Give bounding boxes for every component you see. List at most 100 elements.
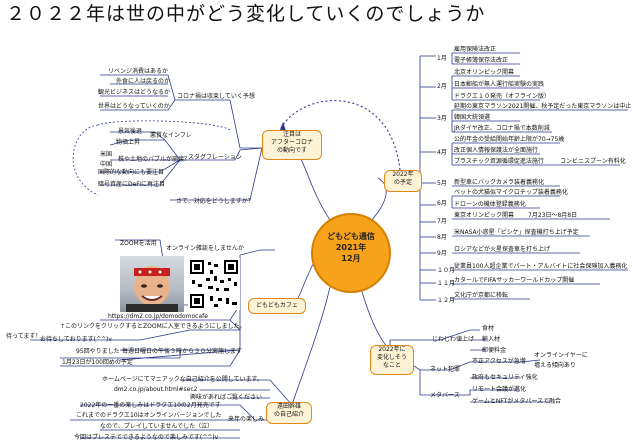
change-remote: リモート会議が進化 <box>472 386 527 393</box>
question-text: さて、対応をどうしますか？ <box>176 198 254 205</box>
bad-inflation-text: 悪質なインフレ <box>150 132 192 139</box>
cafe-url[interactable]: https://dm2.co.jp/domodomocafe <box>108 313 208 320</box>
node-after-corona-line3: の動向です <box>276 147 307 154</box>
corona-forecast: コロナ禍は収束していく予想 <box>177 93 255 100</box>
qr-code[interactable] <box>188 258 240 310</box>
prices-text: 物価上昇 <box>116 139 141 146</box>
event-item: プラスチック資源循環促進法施行 <box>454 158 544 165</box>
change-postage: 郵便料金 <box>482 347 507 354</box>
month-label: 8月 <box>437 234 447 241</box>
month-label: １２月 <box>437 297 456 304</box>
page-title: ２０２２年は世の中がどう変化していくのでしょうか <box>6 3 486 25</box>
change-nft: ゲームとNFTがメタバースで融合 <box>472 398 562 405</box>
center-line1: どもども通信 <box>327 232 375 241</box>
event-item: 韓国大統領選 <box>454 114 491 121</box>
month-label: 9月 <box>437 250 447 257</box>
count-95: 95回やりました <box>76 348 120 355</box>
event-extra: コンビニスプーン有料化 <box>560 158 626 165</box>
event-item: ペットの犬猫似マイクロチップ装着義務化 <box>454 189 568 196</box>
node-changes-line1: 2022年に <box>378 346 406 353</box>
dq-text-3: なので、プレイしていませんでした（泣） <box>100 423 214 430</box>
month-label: 3月 <box>437 115 447 122</box>
dq-text: 2022年の一番の楽しみはドラクエ10の2月発売です <box>80 402 221 409</box>
month-label: 2月 <box>437 83 447 90</box>
node-plan-line2: の予定 <box>393 179 412 186</box>
zoom-text: ZOOMを活用 <box>120 240 157 247</box>
event-item: 東京オリンピック開幕 <box>454 212 515 219</box>
world-text: 世界はどうなっていくのか <box>98 103 170 110</box>
node-changes-line2: 変化しそう <box>376 354 407 361</box>
dq-text-4: 今回はプレステでできるようなので楽しみです(^^)v <box>74 434 219 441</box>
event-item: 改正個人情報保護法が全面施行 <box>454 147 539 154</box>
month-label: 5月 <box>437 180 447 187</box>
qr-code-pattern <box>188 258 240 310</box>
metaverse: メタバース <box>430 392 460 399</box>
change-unauth: 不正アクセスが急増 <box>472 358 526 365</box>
month-label: 7月 <box>437 218 447 225</box>
node-cafe-label: どもどもカフェ <box>256 302 298 309</box>
month-label: １０月 <box>437 267 456 274</box>
node-after-corona-line2: アフターコロナ <box>270 139 313 146</box>
tourism-text: 観光ビジネスはどうなるか <box>98 89 171 96</box>
event-item: 日本郵船が無人運行船実験の実践 <box>454 81 545 88</box>
event-item: 新型車にバックカメラ装着義務化 <box>454 179 545 186</box>
count-100: 1月23日が100回めの予定 <box>62 359 133 366</box>
intl-text: 国際的な動向にも要注目 <box>98 169 165 176</box>
online-text: オンライン雑談をしませんか <box>166 245 244 252</box>
node-plan-2022: 2022年 の予定 <box>384 170 422 192</box>
event-item: 延期の東京マラソン2021開催、秋予定だった東京マラソンは中止 <box>454 103 632 110</box>
month-label: 4月 <box>437 149 447 156</box>
event-item: カタールでFIFAサッカーワールドカップ開催 <box>454 277 575 284</box>
china-text: 中国 <box>100 161 113 168</box>
center-node: どもども通信 2021年 12月 <box>311 213 391 293</box>
event-item: ドラクエ１０発売（オフライン版） <box>454 93 551 100</box>
usa-text: 米国 <box>100 151 113 158</box>
node-history-line1: 遠田幹雄 <box>276 403 301 410</box>
revenge-text: リベンジ消費はあるか <box>108 68 169 75</box>
fun-text: 来年の楽しみ <box>228 416 265 423</box>
homepage-text: ホームページにてマニアックな自己紹介を公開しています。 <box>102 376 263 383</box>
node-changes-line3: なこと <box>382 362 401 369</box>
about-url[interactable]: dm2.co.jp/about.html#sec2 <box>114 386 198 393</box>
node-history-line2: の自己紹介 <box>273 411 304 418</box>
economy-text: 景気後退 <box>118 128 143 135</box>
center-line3: 12月 <box>341 254 361 263</box>
event-item: 電子帳簿保存法改正 <box>454 57 509 64</box>
stagflation-text: スタグフレーション <box>188 154 242 161</box>
face-illustration <box>126 266 178 312</box>
change-food: 食材 <box>482 325 495 332</box>
dq-text-2: これまでのドラクエ10はオンラインバージョンでした <box>76 412 222 419</box>
event-item: 公的年金の受給開始年齢上限が70→75歳 <box>454 136 565 143</box>
net-crime: ネット犯罪 <box>430 366 461 373</box>
node-plan-line1: 2022年 <box>392 171 414 178</box>
node-after-corona: 注目は アフターコロナ の動向です <box>262 130 322 160</box>
month-label: 1月 <box>437 55 447 62</box>
interest-text: 興味があればご覧ください <box>190 394 263 401</box>
event-item: 米NASA小惑星「ピシケ」探査機打ち上げ予定 <box>454 229 579 236</box>
event-item: ドローンの機体登録義務化 <box>454 201 526 208</box>
event-item: 文化庁が京都に移転 <box>454 292 509 299</box>
center-line2: 2021年 <box>335 243 367 252</box>
node-history: 遠田幹雄 の自己紹介 <box>266 402 312 424</box>
cafe-link-note: ↑このリンクをクリックするとZOOMに入室できるようにしました。 <box>60 323 246 330</box>
event-item: 従業員100人超企業でパート・アルバイトに社会保険加入義務化 <box>454 263 628 270</box>
monthly-text: 毎週日曜日の午後３時から３０分実施します <box>122 348 243 355</box>
event-item: 北京オリンピック開幕 <box>454 69 515 76</box>
event-item: ロシアなどが火星探査車を打ち上げ <box>454 246 551 253</box>
defi-text: 暗号資産にDeFiに再注目 <box>98 181 165 188</box>
bubble-text: 株や土地のバブルが崩壊？ <box>118 156 191 163</box>
change-import: 輸入材 <box>482 336 501 343</box>
node-changes: 2022年に 変化しそう なこと <box>370 345 414 375</box>
event-item: 雇用保険法改正 <box>454 46 497 53</box>
waiting-text: お待ちしております(^^)v <box>40 336 112 343</box>
dining-text: 外食に人は戻るのか <box>116 78 171 85</box>
waiting-text-2: 待ってます！ <box>6 333 42 340</box>
node-after-corona-line1: 注目は <box>282 131 301 138</box>
event-extra: 7月23日〜8月8日 <box>528 212 578 219</box>
event-item: JRダイヤ改正、コロナ禍で本数削減 <box>454 125 550 132</box>
change-ransom: 政府もセキュリティ強化 <box>472 374 538 381</box>
gradual-price-rise: じわじわ値上げ <box>432 336 475 343</box>
profile-photo <box>120 256 184 312</box>
month-label: １１月 <box>437 280 456 287</box>
